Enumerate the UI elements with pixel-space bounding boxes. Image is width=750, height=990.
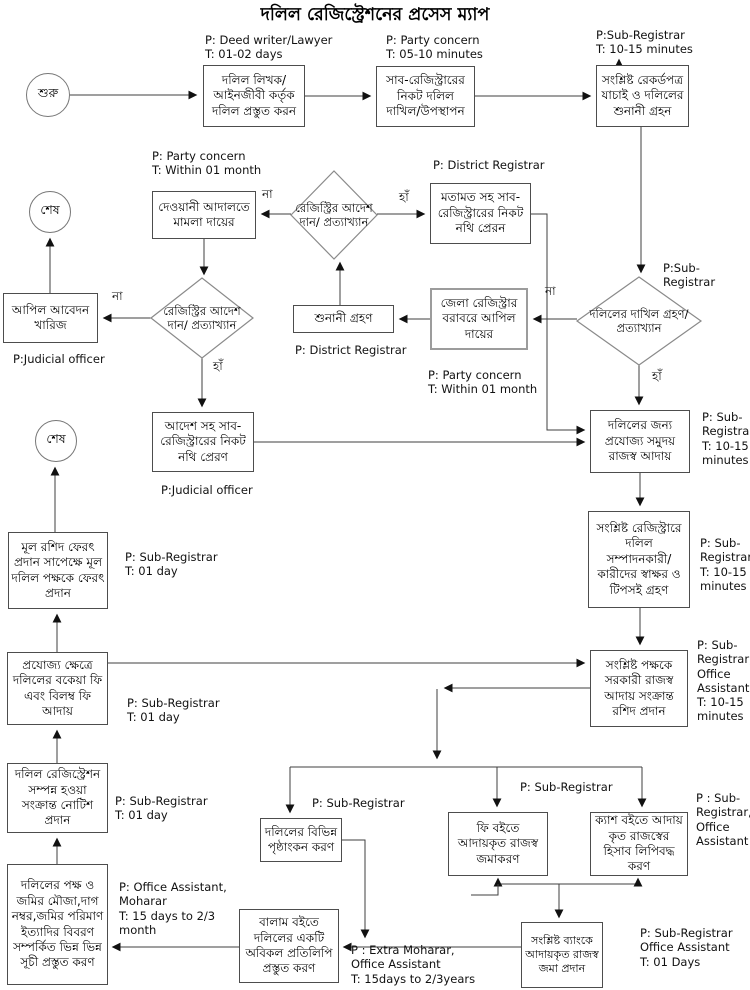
annotation-hearing: P: District Registrar <box>295 343 407 357</box>
annotation-endorsement: P: Sub-Registrar <box>312 796 405 810</box>
process-box-signatures-thumbprints: সংশ্লিষ্ট রেজিস্ট্রারে দলিল সম্পাদনকারী/… <box>588 511 690 608</box>
annotation-fee-book: P: Sub-Registrar <box>520 780 613 794</box>
annotation-cash-book: P : Sub- Registrar, Office Assistant <box>696 791 750 848</box>
annotation-deed-submission: P: Party concern T: 05-10 minutes <box>386 33 483 62</box>
process-box-revenue-receipt: সংশ্লিষ্ট পক্ষকে সরকারী রাজস্ব আদায় সংক… <box>590 650 688 727</box>
decision-registrar-order-1-label: রেজিস্ট্রির আদেশ দান/ প্রত্যাখ্যান <box>295 200 373 229</box>
annotation-index-preparation: P: Office Assistant, Moharar T: 15 days … <box>119 880 227 937</box>
process-box-balam-copy: বালাম বইতে দলিলের একটি অবিকল প্রতিলিপি প… <box>239 909 339 983</box>
process-box-cash-book: ক্যাশ বইতে আদায় কৃত রাজস্বের হিসাব লিপি… <box>590 812 688 876</box>
process-box-deed-submission: সাব-রেজিস্ট্রারের নিকট দলিল দাখিল/উপস্থা… <box>376 66 475 127</box>
process-box-due-late-fees: প্রযোজ্য ক্ষেত্রে দলিলের বকেয়া ফি এবং ব… <box>7 652 108 725</box>
process-box-file-with-order: আদেশ সহ সাব-রেজিস্ট্রারের নিকট নথি প্রের… <box>152 412 254 472</box>
process-box-deed-return: মূল রশিদ ফেরৎ প্রদান সাপেক্ষে মূল দলিল প… <box>8 532 108 609</box>
end-terminator-top: শেষ <box>29 191 71 233</box>
edge-label-yes-registrar-order-1: হাঁ <box>399 190 409 204</box>
annotation-record-verification: P:Sub-Registrar T: 10-15 minutes <box>596 28 693 57</box>
process-box-endorsement: দলিলের বিভিন্ন পৃষ্ঠাংকন করণ <box>260 818 342 862</box>
flowchart-title: দলিল রেজিস্ট্রেশনের প্রসেস ম্যাপ <box>260 5 490 25</box>
process-box-district-registrar-appeal: জেলা রেজিস্ট্রার বরাবরে আপিল দায়ের <box>430 288 528 350</box>
edge-label-no-registrar-order-2: না <box>112 289 123 303</box>
process-box-completion-notice: দলিল রেজিস্ট্রেশন সম্পন্ন হওয়া সংক্রান্… <box>7 763 108 833</box>
decision-registrar-order-2-label: রেজিস্ট্রির আদেশ দান/ প্রত্যাখ্যান <box>163 303 241 332</box>
process-box-fee-book: ফি বইতে আদায়কৃত রাজস্ব জমাকরণ <box>448 812 548 876</box>
decision-deed-acceptance-shape <box>575 276 703 366</box>
annotation-district-registrar-appeal: P: Party concern T: Within 01 month <box>428 368 538 397</box>
annotation-deed-preparation: P: Deed writer/Lawyer T: 01-02 days <box>205 33 333 62</box>
annotation-revenue-receipt: P: Sub- Registrar, Office Assistant T: 1… <box>697 638 750 724</box>
annotation-appeal-dismissed: P:Judicial officer <box>13 352 105 366</box>
end-terminator-mid: শেষ <box>35 420 77 462</box>
annotation-revenue-collection: P: Sub- Registrar T: 10-15 minutes <box>702 410 750 467</box>
annotation-file-with-order: P:Judicial officer <box>161 483 253 497</box>
annotation-due-late-fees: P: Sub-Registrar T: 01 day <box>127 696 220 725</box>
decision-deed-acceptance-label: দলিলের দাখিল গ্রহণ/প্রত্যাখ্যান <box>589 306 689 335</box>
process-box-index-preparation: দলিলের পক্ষ ও জমির মৌজা,দাগ নম্বর,জমির প… <box>7 864 108 985</box>
annotation-civil-court-case: P: Party concern T: Within 01 month <box>152 149 262 178</box>
annotation-signatures: P: Sub- Registrar T: 10-15 minutes <box>700 536 750 593</box>
flow-arrows <box>45 58 647 952</box>
process-box-revenue-collection: দলিলের জন্য প্রযোজ্য সমুদয় রাজস্ব আদায় <box>590 410 690 473</box>
edge-label-no-registrar-order-1: না <box>262 187 273 201</box>
annotation-balam-copy: P : Extra Moharar, Office Assistant T: 1… <box>351 943 476 986</box>
decision-registrar-order-2-shape <box>150 277 254 359</box>
edge-label-yes-registrar-order-2: হাঁ <box>213 359 223 373</box>
edge-label-yes-deed-acceptance: হাঁ <box>652 369 662 383</box>
annotation-deed-return: P: Sub-Registrar T: 01 day <box>125 550 218 579</box>
process-box-bank-deposit: সংশ্লিষ্ট ব্যাংকে আদায়কৃত রাজস্ব জমা প্… <box>521 922 603 988</box>
start-terminator: শুরু <box>26 73 70 117</box>
decision-registrar-order-1-shape <box>290 170 378 260</box>
process-box-file-with-opinion: মতামত সহ সাব-রেজিস্ট্রারের নিকট নথি প্রে… <box>430 183 531 244</box>
process-box-deed-preparation: দলিল লিখক/ আইনজীবী কর্তৃক দলিল প্রস্তুত … <box>203 65 305 127</box>
process-box-hearing: শুনানী গ্রহণ <box>293 305 394 333</box>
process-box-civil-court-case: দেওয়ানী আদালতে মামলা দায়ের <box>152 191 256 239</box>
annotation-file-with-opinion: P: District Registrar <box>433 158 545 172</box>
process-box-record-verification-hearing: সংশ্লিষ্ট রেকর্ডপত্র যাচাই ও দলিলের শুনা… <box>596 65 689 127</box>
annotation-completion-notice: P: Sub-Registrar T: 01 day <box>115 794 208 823</box>
process-box-appeal-dismissed: আপিল আবেদন খারিজ <box>3 293 98 343</box>
annotation-bank-deposit: P: Sub-Registrar Office Assistant T: 01 … <box>640 926 733 969</box>
edge-label-no-deed-acceptance: না <box>545 284 556 298</box>
annotation-deed-acceptance: P:Sub-Registrar <box>663 261 716 290</box>
